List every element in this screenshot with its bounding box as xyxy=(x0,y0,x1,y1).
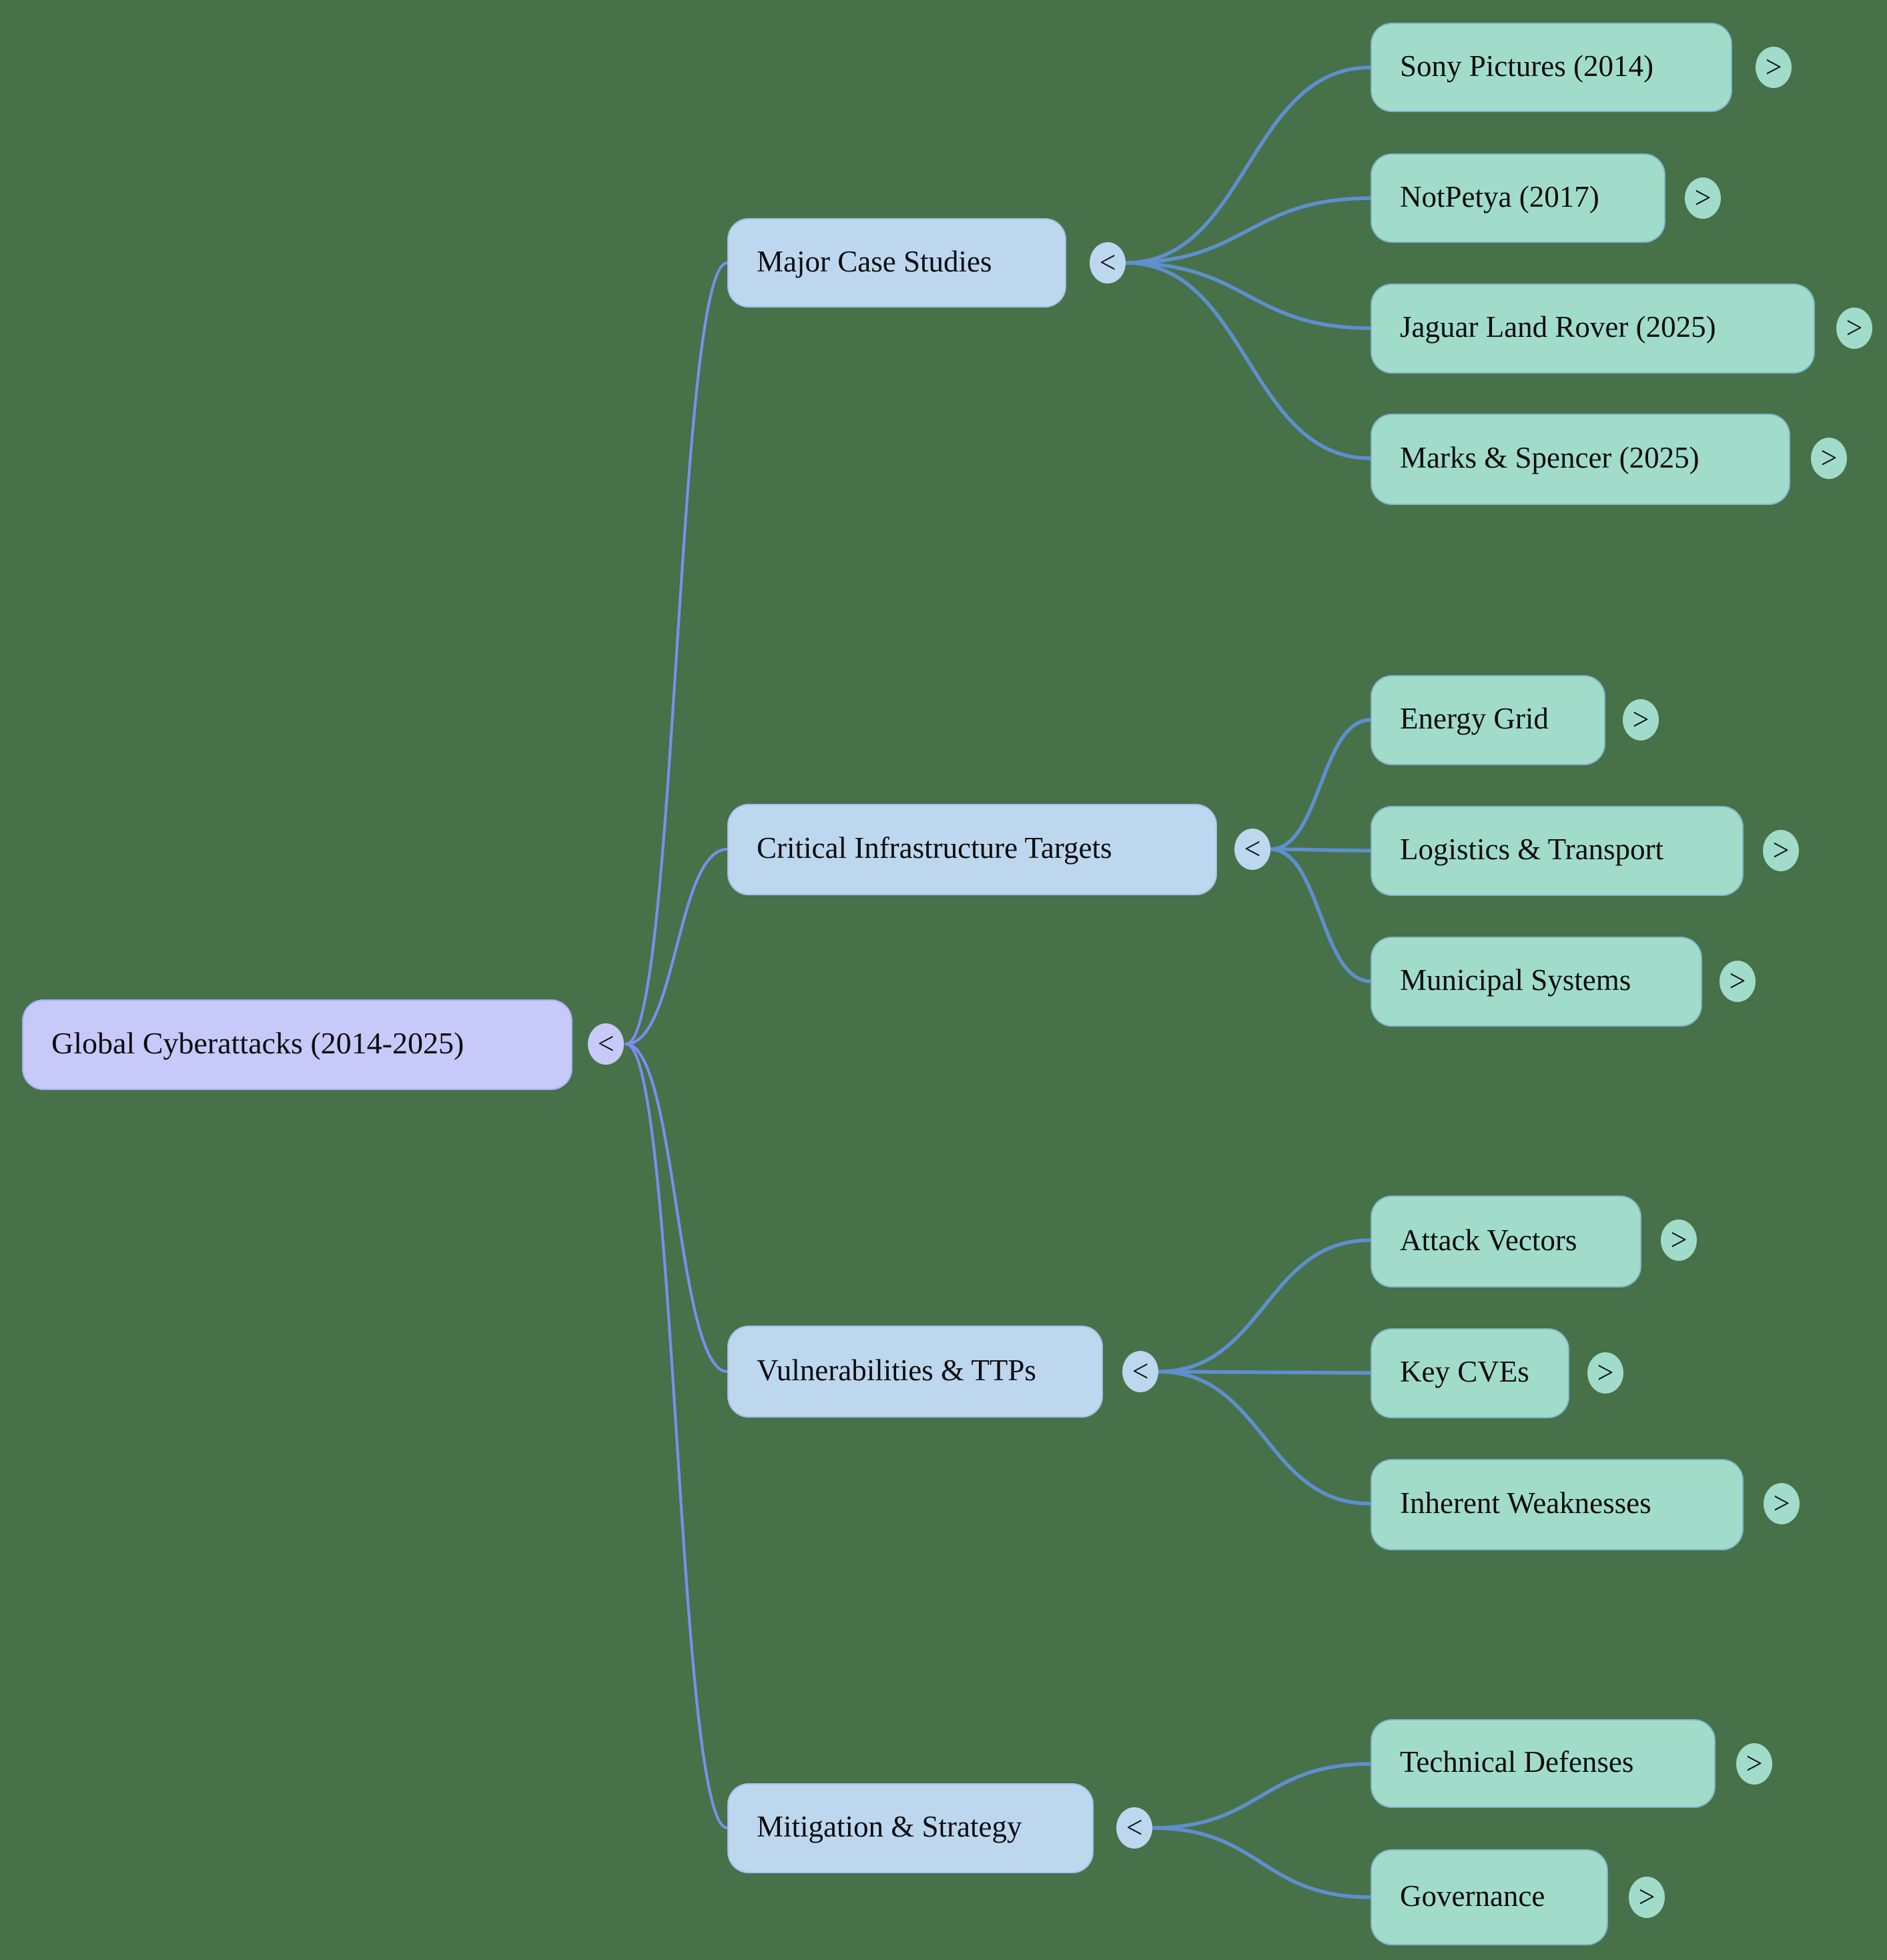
node-technical-defenses-label: Technical Defenses xyxy=(1400,1745,1634,1779)
toggle-energy-grid[interactable]: > xyxy=(1623,699,1659,741)
expand-icon: > xyxy=(1772,833,1790,868)
link-major-to-jaguar xyxy=(1124,261,1373,330)
node-technical-defenses[interactable]: Technical Defenses xyxy=(1371,1719,1716,1808)
link-mitigation-to-technical xyxy=(1150,1762,1373,1830)
collapse-icon: < xyxy=(1099,245,1116,280)
toggle-root[interactable]: < xyxy=(588,1023,624,1065)
toggle-governance[interactable]: > xyxy=(1629,1877,1665,1918)
expand-icon: > xyxy=(1597,1355,1614,1390)
node-root[interactable]: Global Cyberattacks (2014-2025) xyxy=(22,999,573,1090)
expand-icon: > xyxy=(1694,180,1712,215)
node-root-label: Global Cyberattacks (2014-2025) xyxy=(51,1026,464,1060)
node-major-case-studies[interactable]: Major Case Studies xyxy=(727,218,1066,308)
node-municipal-systems-label: Municipal Systems xyxy=(1400,963,1631,997)
node-critical-infrastructure-label: Critical Infrastructure Targets xyxy=(757,831,1112,865)
expand-icon: > xyxy=(1765,49,1782,85)
expand-icon: > xyxy=(1638,1879,1655,1915)
expand-icon: > xyxy=(1632,702,1649,737)
node-vulnerabilities-ttps-label: Vulnerabilities & TTPs xyxy=(757,1353,1036,1387)
collapse-icon: < xyxy=(1244,831,1261,867)
link-root-to-major-case-studies xyxy=(624,261,729,1046)
toggle-technical-defenses[interactable]: > xyxy=(1736,1743,1772,1785)
node-logistics-transport[interactable]: Logistics & Transport xyxy=(1371,806,1744,896)
expand-icon: > xyxy=(1729,963,1746,999)
link-root-to-mitigation xyxy=(624,1042,729,1830)
toggle-marks-and-spencer[interactable]: > xyxy=(1811,438,1847,479)
toggle-municipal-systems[interactable]: > xyxy=(1720,961,1756,1002)
node-energy-grid-label: Energy Grid xyxy=(1400,702,1549,735)
link-critical-to-energy xyxy=(1268,718,1373,851)
node-vulnerabilities-ttps[interactable]: Vulnerabilities & TTPs xyxy=(727,1326,1103,1418)
node-marks-and-spencer-label: Marks & Spencer (2025) xyxy=(1400,441,1700,474)
link-root-to-critical-infrastructure xyxy=(624,847,729,1046)
node-logistics-transport-label: Logistics & Transport xyxy=(1400,833,1664,866)
node-attack-vectors-label: Attack Vectors xyxy=(1400,1223,1577,1257)
node-jaguar-land-rover-label: Jaguar Land Rover (2025) xyxy=(1400,310,1716,344)
node-energy-grid[interactable]: Energy Grid xyxy=(1371,675,1605,765)
node-marks-and-spencer[interactable]: Marks & Spencer (2025) xyxy=(1371,414,1790,505)
node-key-cves-label: Key CVEs xyxy=(1400,1355,1529,1388)
expand-icon: > xyxy=(1670,1222,1687,1258)
expand-icon: > xyxy=(1820,440,1838,476)
node-mitigation-strategy[interactable]: Mitigation & Strategy xyxy=(727,1783,1094,1873)
link-vuln-to-attack-vectors xyxy=(1156,1238,1373,1374)
link-major-to-marks xyxy=(1124,261,1373,460)
node-inherent-weaknesses-label: Inherent Weaknesses xyxy=(1400,1486,1651,1520)
link-major-to-sony xyxy=(1124,65,1373,265)
link-major-to-notpetya xyxy=(1124,196,1373,265)
toggle-attack-vectors[interactable]: > xyxy=(1661,1219,1697,1261)
node-governance[interactable]: Governance xyxy=(1371,1849,1608,1945)
node-sony-pictures-label: Sony Pictures (2014) xyxy=(1400,49,1653,83)
node-mitigation-strategy-label: Mitigation & Strategy xyxy=(757,1810,1022,1843)
node-notpetya-label: NotPetya (2017) xyxy=(1400,179,1599,213)
link-vuln-to-key-cves xyxy=(1156,1370,1373,1375)
link-vuln-to-inherent-weaknesses xyxy=(1156,1370,1373,1506)
node-key-cves[interactable]: Key CVEs xyxy=(1371,1328,1569,1418)
toggle-vulnerabilities-ttps[interactable]: < xyxy=(1122,1351,1158,1392)
toggle-critical-infrastructure[interactable]: < xyxy=(1234,829,1270,870)
link-critical-to-logistics xyxy=(1268,847,1373,853)
toggle-jaguar-land-rover[interactable]: > xyxy=(1836,308,1872,349)
toggle-sony-pictures[interactable]: > xyxy=(1756,47,1792,88)
node-municipal-systems[interactable]: Municipal Systems xyxy=(1371,937,1702,1027)
node-jaguar-land-rover[interactable]: Jaguar Land Rover (2025) xyxy=(1371,284,1815,374)
node-attack-vectors[interactable]: Attack Vectors xyxy=(1371,1195,1641,1288)
node-notpetya[interactable]: NotPetya (2017) xyxy=(1371,153,1665,243)
node-inherent-weaknesses[interactable]: Inherent Weaknesses xyxy=(1371,1459,1744,1550)
toggle-mitigation-strategy[interactable]: < xyxy=(1116,1807,1152,1849)
link-root-to-vulnerabilities xyxy=(624,1042,729,1374)
link-mitigation-to-governance xyxy=(1150,1826,1373,1899)
link-critical-to-municipal xyxy=(1268,847,1373,983)
expand-icon: > xyxy=(1846,310,1863,346)
collapse-icon: < xyxy=(597,1026,615,1061)
node-critical-infrastructure[interactable]: Critical Infrastructure Targets xyxy=(727,804,1217,895)
expand-icon: > xyxy=(1746,1746,1763,1781)
toggle-notpetya[interactable]: > xyxy=(1685,177,1721,219)
expand-icon: > xyxy=(1773,1486,1790,1521)
node-major-case-studies-label: Major Case Studies xyxy=(757,244,992,278)
toggle-logistics-transport[interactable]: > xyxy=(1763,830,1799,871)
collapse-icon: < xyxy=(1132,1354,1149,1389)
node-governance-label: Governance xyxy=(1400,1879,1545,1913)
node-sony-pictures[interactable]: Sony Pictures (2014) xyxy=(1371,23,1732,112)
collapse-icon: < xyxy=(1126,1810,1143,1845)
toggle-major-case-studies[interactable]: < xyxy=(1090,242,1126,284)
toggle-inherent-weaknesses[interactable]: > xyxy=(1764,1483,1800,1524)
toggle-key-cves[interactable]: > xyxy=(1587,1352,1623,1394)
